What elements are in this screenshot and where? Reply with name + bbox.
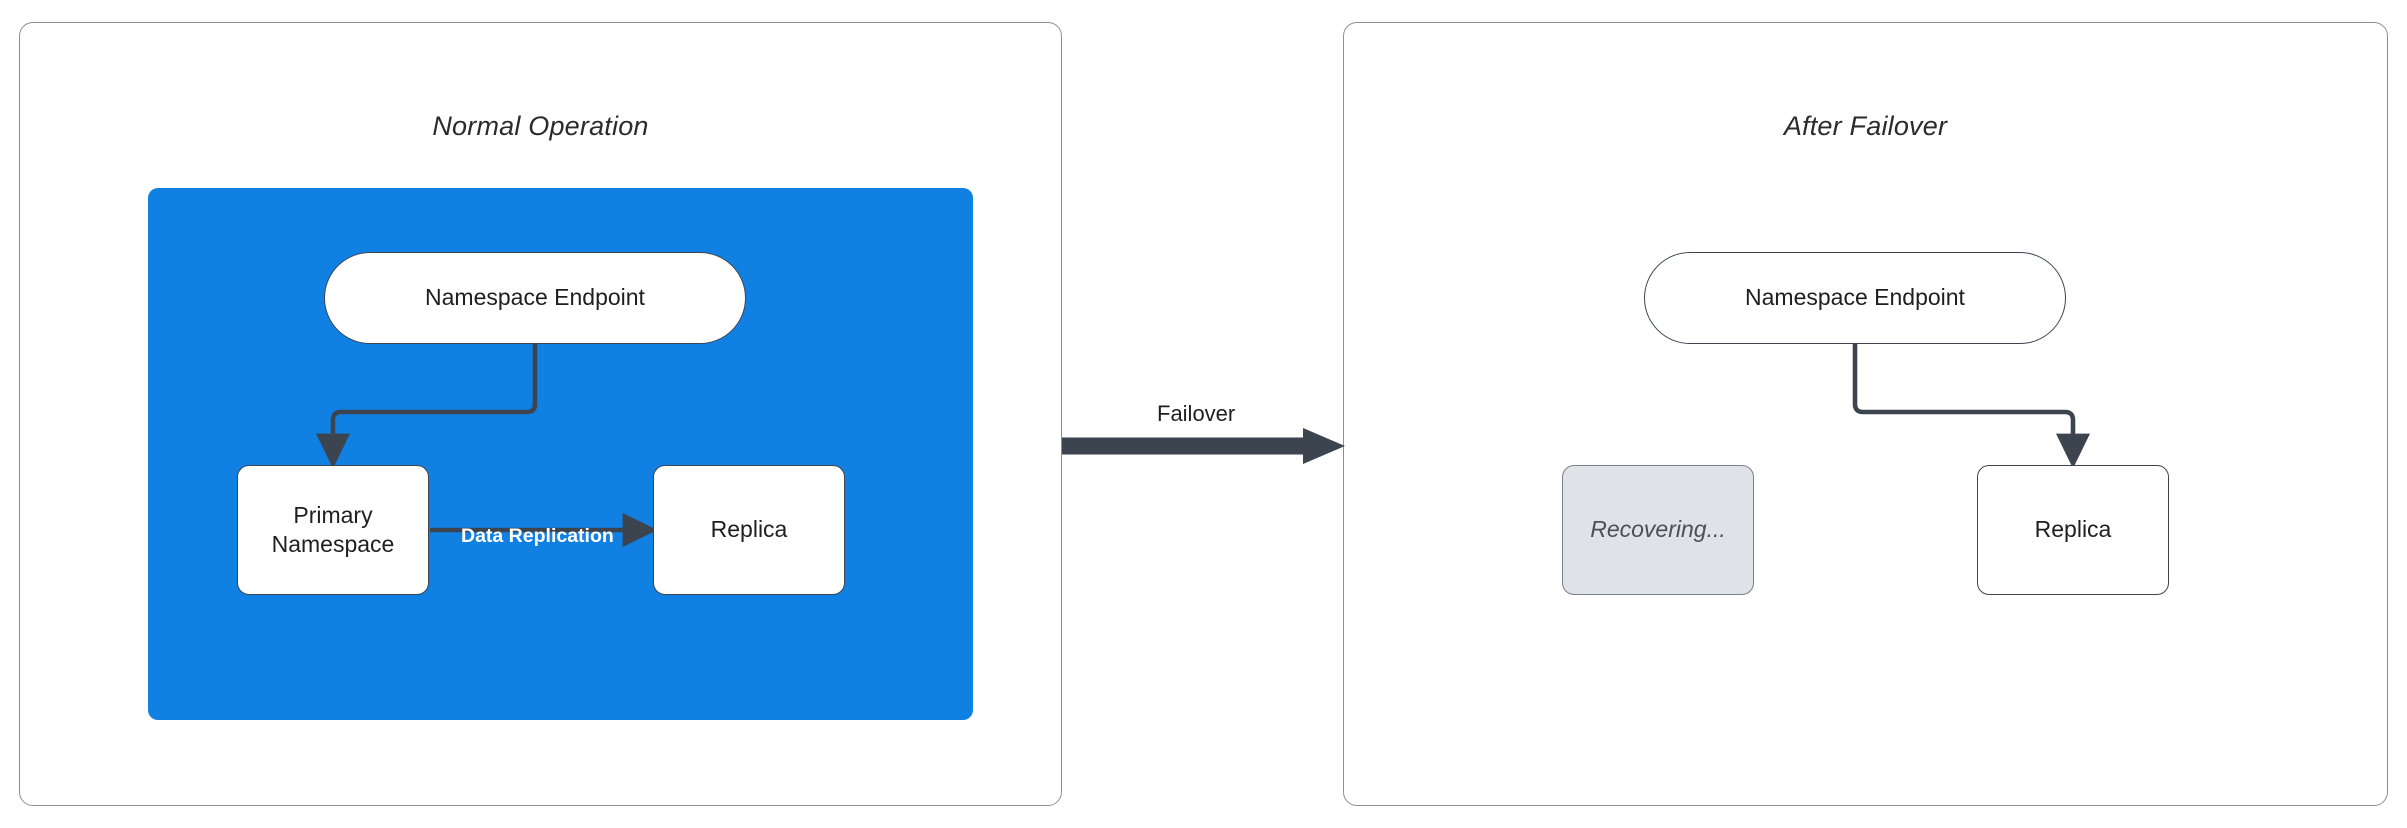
node-label: Namespace Endpoint [425,284,645,311]
node-label: Replica [710,516,788,543]
edge-label-data-replication: Data Replication [461,525,614,547]
node-replica-normal[interactable]: Replica [653,465,845,595]
node-namespace-endpoint-primary[interactable]: Namespace Endpoint [324,252,746,344]
node-label: Namespace Endpoint [1745,284,1965,311]
panel-title-normal-operation: Normal Operation [432,111,649,141]
node-label: Primary Namespace [271,501,395,557]
node-namespace-endpoint-failover[interactable]: Namespace Endpoint [1644,252,2066,344]
panel-normal-operation: Normal Operation [19,22,1062,806]
node-replica-promoted[interactable]: Replica [1977,465,2169,595]
node-label: Replica [2034,516,2112,543]
failover-transition-arrow [1062,428,1345,464]
panel-title-after-failover: After Failover [1783,111,1948,141]
node-recovering[interactable]: Recovering... [1562,465,1754,595]
edge-label-failover: Failover [1157,401,1236,426]
node-primary-namespace[interactable]: Primary Namespace [237,465,429,595]
panel-after-failover: After Failover [1343,22,2388,806]
node-label: Recovering... [1590,516,1726,543]
